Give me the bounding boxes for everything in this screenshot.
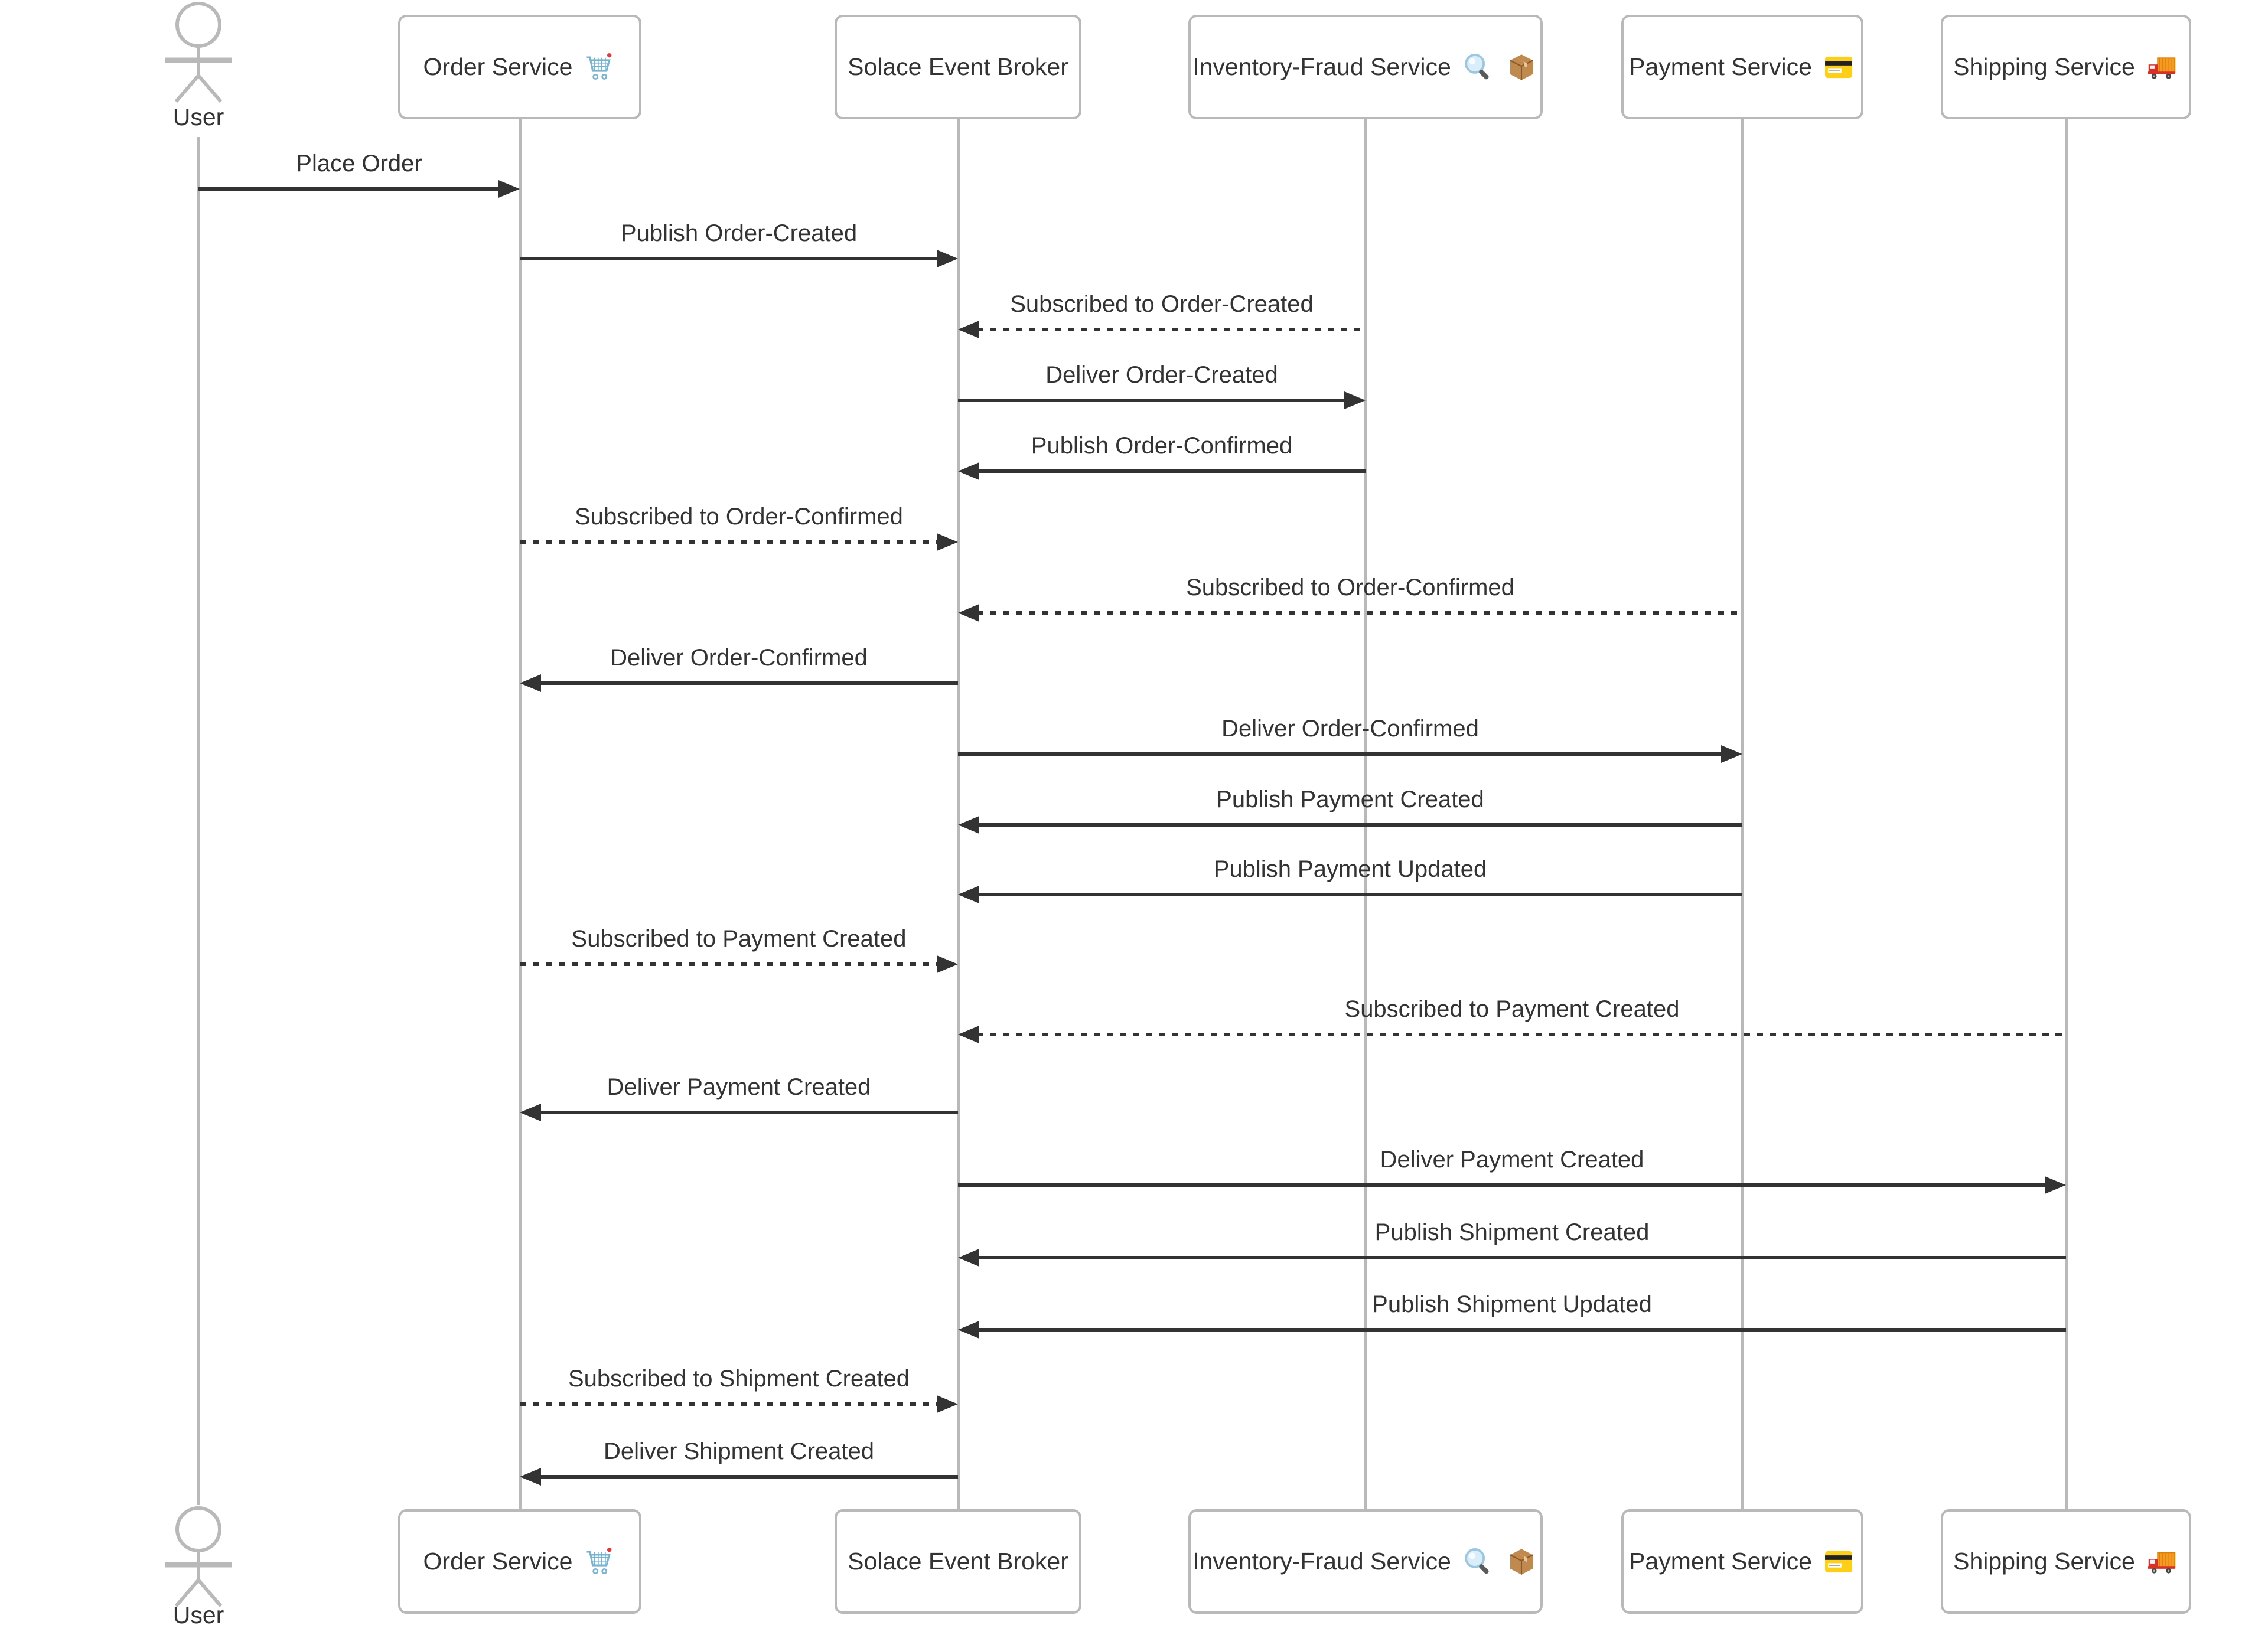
arrowhead-icon [937, 1395, 958, 1413]
arrowhead-icon [1344, 391, 1366, 409]
message-label: Deliver Payment Created [1380, 1147, 1644, 1173]
arrowhead-icon [520, 674, 541, 692]
cart-icon [582, 50, 616, 84]
arrowhead-icon [958, 321, 979, 338]
message-label: Publish Shipment Updated [1372, 1291, 1652, 1317]
message-arrow [958, 1183, 2047, 1187]
message-arrow [977, 823, 1742, 827]
lifeline-order [519, 119, 522, 1509]
message-arrow [977, 328, 1366, 331]
participant-order-top: Order Service [398, 15, 641, 119]
participant-label: Payment Service [1629, 53, 1812, 80]
message-arrow [520, 257, 939, 260]
participant-inventory-top: Inventory-Fraud Service [1188, 15, 1543, 119]
message-arrow [958, 752, 1723, 756]
message-label: Deliver Order-Created [1045, 362, 1278, 388]
message-arrow [977, 893, 1742, 896]
credit-card-icon [1821, 1545, 1856, 1579]
message-arrow [520, 1402, 939, 1406]
participant-label: Solace Event Broker [848, 1548, 1068, 1575]
participant-payment-bottom: Payment Service [1621, 1509, 1863, 1614]
arrowhead-icon [958, 462, 979, 480]
lifeline-payment [1741, 119, 1744, 1509]
message-arrow [520, 540, 939, 544]
participant-broker-top: Solace Event Broker [835, 15, 1081, 119]
message-label: Subscribed to Order-Confirmed [575, 504, 903, 530]
arrowhead-icon [958, 1026, 979, 1043]
message-arrow [977, 611, 1742, 615]
participant-label: Solace Event Broker [848, 53, 1068, 80]
message-arrow [977, 469, 1366, 473]
truck-icon [2145, 50, 2179, 84]
message-label: Subscribed to Payment Created [1344, 996, 1680, 1022]
message-label: Publish Order-Created [620, 220, 858, 246]
arrowhead-icon [2045, 1176, 2066, 1194]
credit-card-icon [1821, 50, 1856, 84]
message-label: Subscribed to Shipment Created [568, 1366, 910, 1392]
arrowhead-icon [520, 1468, 541, 1486]
message-label: Deliver Shipment Created [604, 1438, 874, 1464]
message-label: Deliver Order-Confirmed [1221, 716, 1479, 742]
message-arrow [977, 1256, 2066, 1259]
actor-figure-user-top [145, 0, 252, 109]
message-label: Deliver Order-Confirmed [610, 645, 868, 671]
participant-label: Payment Service [1629, 1548, 1812, 1575]
package-icon [1504, 50, 1539, 84]
lifeline-user [197, 137, 200, 1505]
participant-broker-bottom: Solace Event Broker [835, 1509, 1081, 1614]
message-arrow [958, 399, 1347, 402]
magnifying-glass-icon [1461, 50, 1495, 84]
arrowhead-icon [958, 816, 979, 834]
magnifying-glass-icon [1461, 1545, 1495, 1579]
participant-label: Order Service [423, 1548, 573, 1575]
message-arrow [977, 1033, 2066, 1036]
participant-label: Order Service [423, 53, 573, 80]
arrowhead-icon [958, 886, 979, 903]
message-arrow [539, 681, 958, 685]
message-arrow [520, 962, 939, 966]
actor-label-user-bottom: User [172, 1601, 224, 1629]
participant-label: Inventory-Fraud Service [1192, 1548, 1451, 1575]
arrowhead-icon [958, 1249, 979, 1267]
participant-shipping-top: Shipping Service [1941, 15, 2191, 119]
lifeline-shipping [2065, 119, 2068, 1509]
message-label: Subscribed to Order-Created [1010, 291, 1314, 317]
arrowhead-icon [498, 180, 520, 198]
message-arrow [977, 1328, 2066, 1332]
participant-label: Shipping Service [1953, 53, 2135, 80]
message-label: Subscribed to Order-Confirmed [1186, 575, 1514, 601]
participant-order-bottom: Order Service [398, 1509, 641, 1614]
participant-inventory-bottom: Inventory-Fraud Service [1188, 1509, 1543, 1614]
message-label: Subscribed to Payment Created [571, 926, 907, 952]
cart-icon [582, 1545, 616, 1579]
arrowhead-icon [958, 604, 979, 622]
message-label: Publish Order-Confirmed [1031, 433, 1293, 459]
lifeline-inventory [1364, 119, 1367, 1509]
arrowhead-icon [1721, 745, 1742, 763]
actor-label-user-top: User [172, 103, 224, 130]
participant-shipping-bottom: Shipping Service [1941, 1509, 2191, 1614]
arrowhead-icon [520, 1104, 541, 1121]
message-label: Publish Payment Updated [1213, 856, 1487, 882]
message-arrow [198, 187, 501, 191]
arrowhead-icon [937, 250, 958, 267]
participant-label: Inventory-Fraud Service [1192, 53, 1451, 80]
participant-payment-top: Payment Service [1621, 15, 1863, 119]
arrowhead-icon [937, 955, 958, 973]
actor-figure-user-bottom [145, 1505, 252, 1614]
message-label: Deliver Payment Created [607, 1074, 871, 1100]
truck-icon [2145, 1545, 2179, 1579]
message-arrow [539, 1111, 958, 1114]
arrowhead-icon [958, 1321, 979, 1339]
participant-label: Shipping Service [1953, 1548, 2135, 1575]
package-icon [1504, 1545, 1539, 1579]
message-arrow [539, 1475, 958, 1479]
lifeline-broker [957, 119, 960, 1509]
message-label: Publish Shipment Created [1374, 1219, 1650, 1245]
arrowhead-icon [937, 533, 958, 551]
message-label: Publish Payment Created [1216, 787, 1484, 812]
message-label: Place Order [296, 151, 422, 177]
